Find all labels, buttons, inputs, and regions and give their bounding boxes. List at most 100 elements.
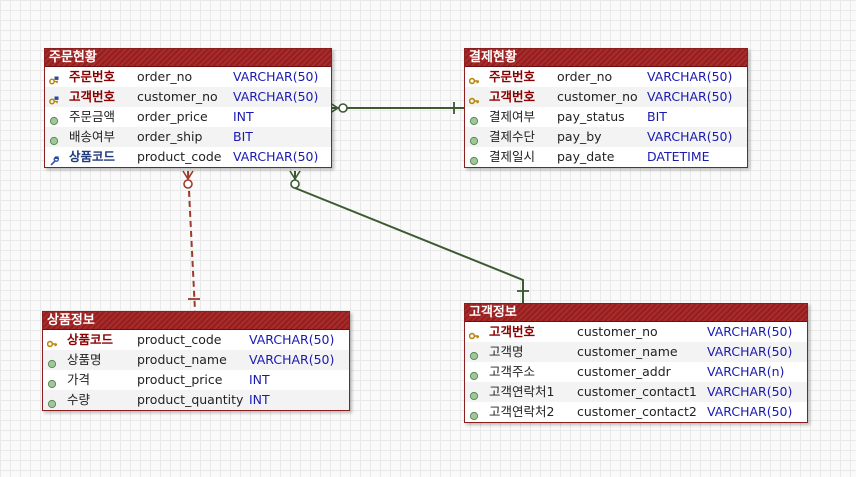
logical-name: 고객연락처1 — [489, 384, 555, 399]
primary-foreign-key-icon — [49, 92, 59, 105]
physical-name: pay_status — [557, 109, 625, 124]
data-type: VARCHAR(50) — [233, 149, 319, 164]
physical-name: pay_by — [557, 129, 602, 144]
entity-title[interactable]: 상품정보 — [43, 312, 349, 330]
attribute-dot-icon — [49, 112, 59, 126]
column-row[interactable]: 고객번호 customer_no VARCHAR(50) — [465, 322, 807, 342]
data-type: VARCHAR(50) — [249, 332, 335, 347]
logical-name: 가격 — [67, 372, 91, 387]
column-row[interactable]: 고객명 customer_name VARCHAR(50) — [465, 342, 807, 362]
column-row[interactable]: 고객번호 customer_no VARCHAR(50) — [465, 87, 747, 107]
logical-name: 배송여부 — [69, 129, 116, 144]
data-type: INT — [233, 109, 254, 124]
physical-name: customer_name — [577, 344, 678, 359]
physical-name: order_price — [137, 109, 208, 124]
entity-title[interactable]: 고객정보 — [465, 304, 807, 322]
physical-name: product_price — [137, 372, 223, 387]
data-type: VARCHAR(50) — [707, 404, 793, 419]
crow-foot-many-marker — [182, 170, 194, 181]
entity-title[interactable]: 결제현황 — [465, 49, 747, 67]
attribute-dot-icon — [469, 347, 479, 361]
logical-name: 고객번호 — [489, 89, 536, 104]
data-type: VARCHAR(50) — [647, 69, 733, 84]
physical-name: product_code — [137, 149, 222, 164]
physical-name: product_quantity — [137, 392, 244, 407]
column-row[interactable]: 상품코드 product_code VARCHAR(50) — [43, 330, 349, 350]
attribute-dot-icon — [469, 407, 479, 421]
primary-key-icon — [46, 335, 58, 348]
zero-optional-marker — [338, 103, 348, 113]
entity-title[interactable]: 주문현황 — [45, 49, 331, 67]
data-type: VARCHAR(50) — [233, 69, 319, 84]
attribute-dot-icon — [47, 395, 57, 409]
column-row[interactable]: 상품명 product_name VARCHAR(50) — [43, 350, 349, 370]
relationship-line — [187, 170, 196, 312]
logical-name: 고객연락처2 — [489, 404, 555, 419]
physical-name: customer_contact1 — [577, 384, 697, 399]
primary-key-icon — [468, 72, 480, 85]
logical-name: 고객명 — [489, 344, 524, 359]
physical-name: customer_addr — [577, 364, 671, 379]
column-row[interactable]: 주문금액 order_price INT — [45, 107, 331, 127]
logical-name: 주문금액 — [69, 109, 116, 124]
attribute-dot-icon — [469, 367, 479, 381]
physical-name: pay_date — [557, 149, 615, 164]
attribute-dot-icon — [469, 112, 479, 126]
physical-name: product_code — [137, 332, 222, 347]
physical-name: product_name — [137, 352, 227, 367]
data-type: VARCHAR(50) — [707, 324, 793, 339]
logical-name: 상품명 — [67, 352, 102, 367]
zero-optional-marker — [290, 179, 300, 189]
physical-name: order_no — [137, 69, 193, 84]
data-type: BIT — [647, 109, 667, 124]
logical-name: 상품코드 — [67, 332, 114, 347]
physical-name: order_no — [557, 69, 613, 84]
zero-optional-marker — [183, 179, 193, 189]
primary-key-icon — [468, 92, 480, 105]
primary-foreign-key-icon — [49, 72, 59, 85]
data-type: VARCHAR(50) — [647, 89, 733, 104]
foreign-key-icon — [49, 152, 60, 166]
physical-name: customer_contact2 — [577, 404, 697, 419]
attribute-dot-icon — [47, 355, 57, 369]
physical-name: customer_no — [557, 89, 638, 104]
logical-name: 수량 — [67, 392, 91, 407]
logical-name: 주문번호 — [69, 69, 116, 84]
physical-name: order_ship — [137, 129, 203, 144]
column-row[interactable]: 고객연락처2 customer_contact2 VARCHAR(50) — [465, 402, 807, 422]
data-type: VARCHAR(n) — [707, 364, 785, 379]
attribute-dot-icon — [469, 387, 479, 401]
column-row[interactable]: 수량 product_quantity INT — [43, 390, 349, 410]
logical-name: 고객번호 — [489, 324, 536, 339]
column-row[interactable]: 가격 product_price INT — [43, 370, 349, 390]
column-row[interactable]: 결제수단 pay_by VARCHAR(50) — [465, 127, 747, 147]
data-type: VARCHAR(50) — [707, 344, 793, 359]
column-row[interactable]: 주문번호 order_no VARCHAR(50) — [45, 67, 331, 87]
attribute-dot-icon — [469, 132, 479, 146]
logical-name: 결제여부 — [489, 109, 536, 124]
logical-name: 결제수단 — [489, 129, 536, 144]
physical-name: customer_no — [577, 324, 658, 339]
data-type: VARCHAR(50) — [233, 89, 319, 104]
data-type: INT — [249, 372, 270, 387]
attribute-dot-icon — [49, 132, 59, 146]
column-row[interactable]: 결제여부 pay_status BIT — [465, 107, 747, 127]
data-type: VARCHAR(50) — [647, 129, 733, 144]
relationship-line — [294, 171, 524, 303]
primary-key-icon — [468, 327, 480, 340]
data-type: INT — [249, 392, 270, 407]
attribute-dot-icon — [47, 375, 57, 389]
data-type: VARCHAR(50) — [249, 352, 335, 367]
